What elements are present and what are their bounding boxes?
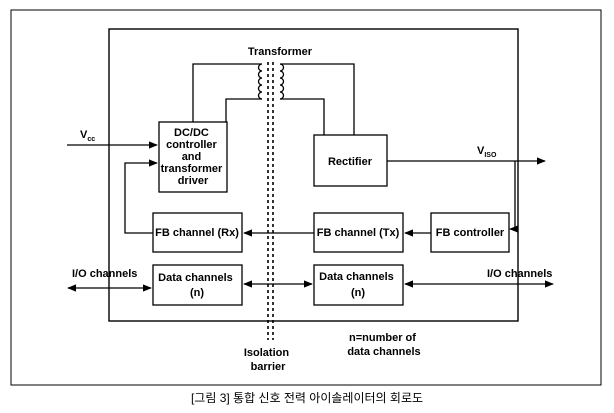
isolator-enclosure <box>108 28 519 322</box>
channel-count-note: n=number of data channels <box>347 332 420 358</box>
dcdc-controller-block <box>158 121 228 193</box>
wire-primary-top <box>192 63 262 122</box>
data-channels-right-block <box>313 264 404 306</box>
figure-caption: [그림 3] 통합 신호 전력 아이솔레이터의 회로도 <box>191 391 423 405</box>
transformer-primary-coil <box>257 63 263 100</box>
data-channels-left-block <box>152 264 243 306</box>
transformer-secondary-coil <box>279 63 285 100</box>
rectifier-label: Rectifier <box>328 156 373 168</box>
wire-secondary-bottom <box>280 98 325 135</box>
feedback-return-wire <box>124 159 158 234</box>
isolation-barrier-label: Isolation barrier <box>244 347 292 373</box>
wire-secondary-top <box>280 63 355 135</box>
fb-channel-rx-label: FB channel (Rx) <box>155 227 239 239</box>
fb-channel-rx-block <box>152 212 243 253</box>
outer-frame <box>10 9 602 386</box>
fb-controller-label: FB controller <box>436 227 505 239</box>
dcdc-block-label: DC/DC controller and transformer driver <box>161 127 226 187</box>
vcc-label: Vcc <box>80 129 95 143</box>
rectifier-block <box>313 134 388 187</box>
viso-label: VISO <box>477 145 497 159</box>
transformer-label: Transformer <box>248 46 313 58</box>
data-channels-left-label: Data channels (n) <box>158 272 236 299</box>
data-channels-right-label: Data channels (n) <box>319 271 397 299</box>
wire-primary-bottom <box>225 98 262 122</box>
fb-channel-tx-label: FB channel (Tx) <box>317 227 400 239</box>
fb-controller-block <box>430 212 510 253</box>
io-channels-right-label: I/O channels <box>487 268 552 280</box>
viso-to-fb-controller-wire <box>509 161 519 233</box>
io-channels-left-label: I/O channels <box>72 268 137 280</box>
fb-channel-tx-block <box>313 212 404 253</box>
